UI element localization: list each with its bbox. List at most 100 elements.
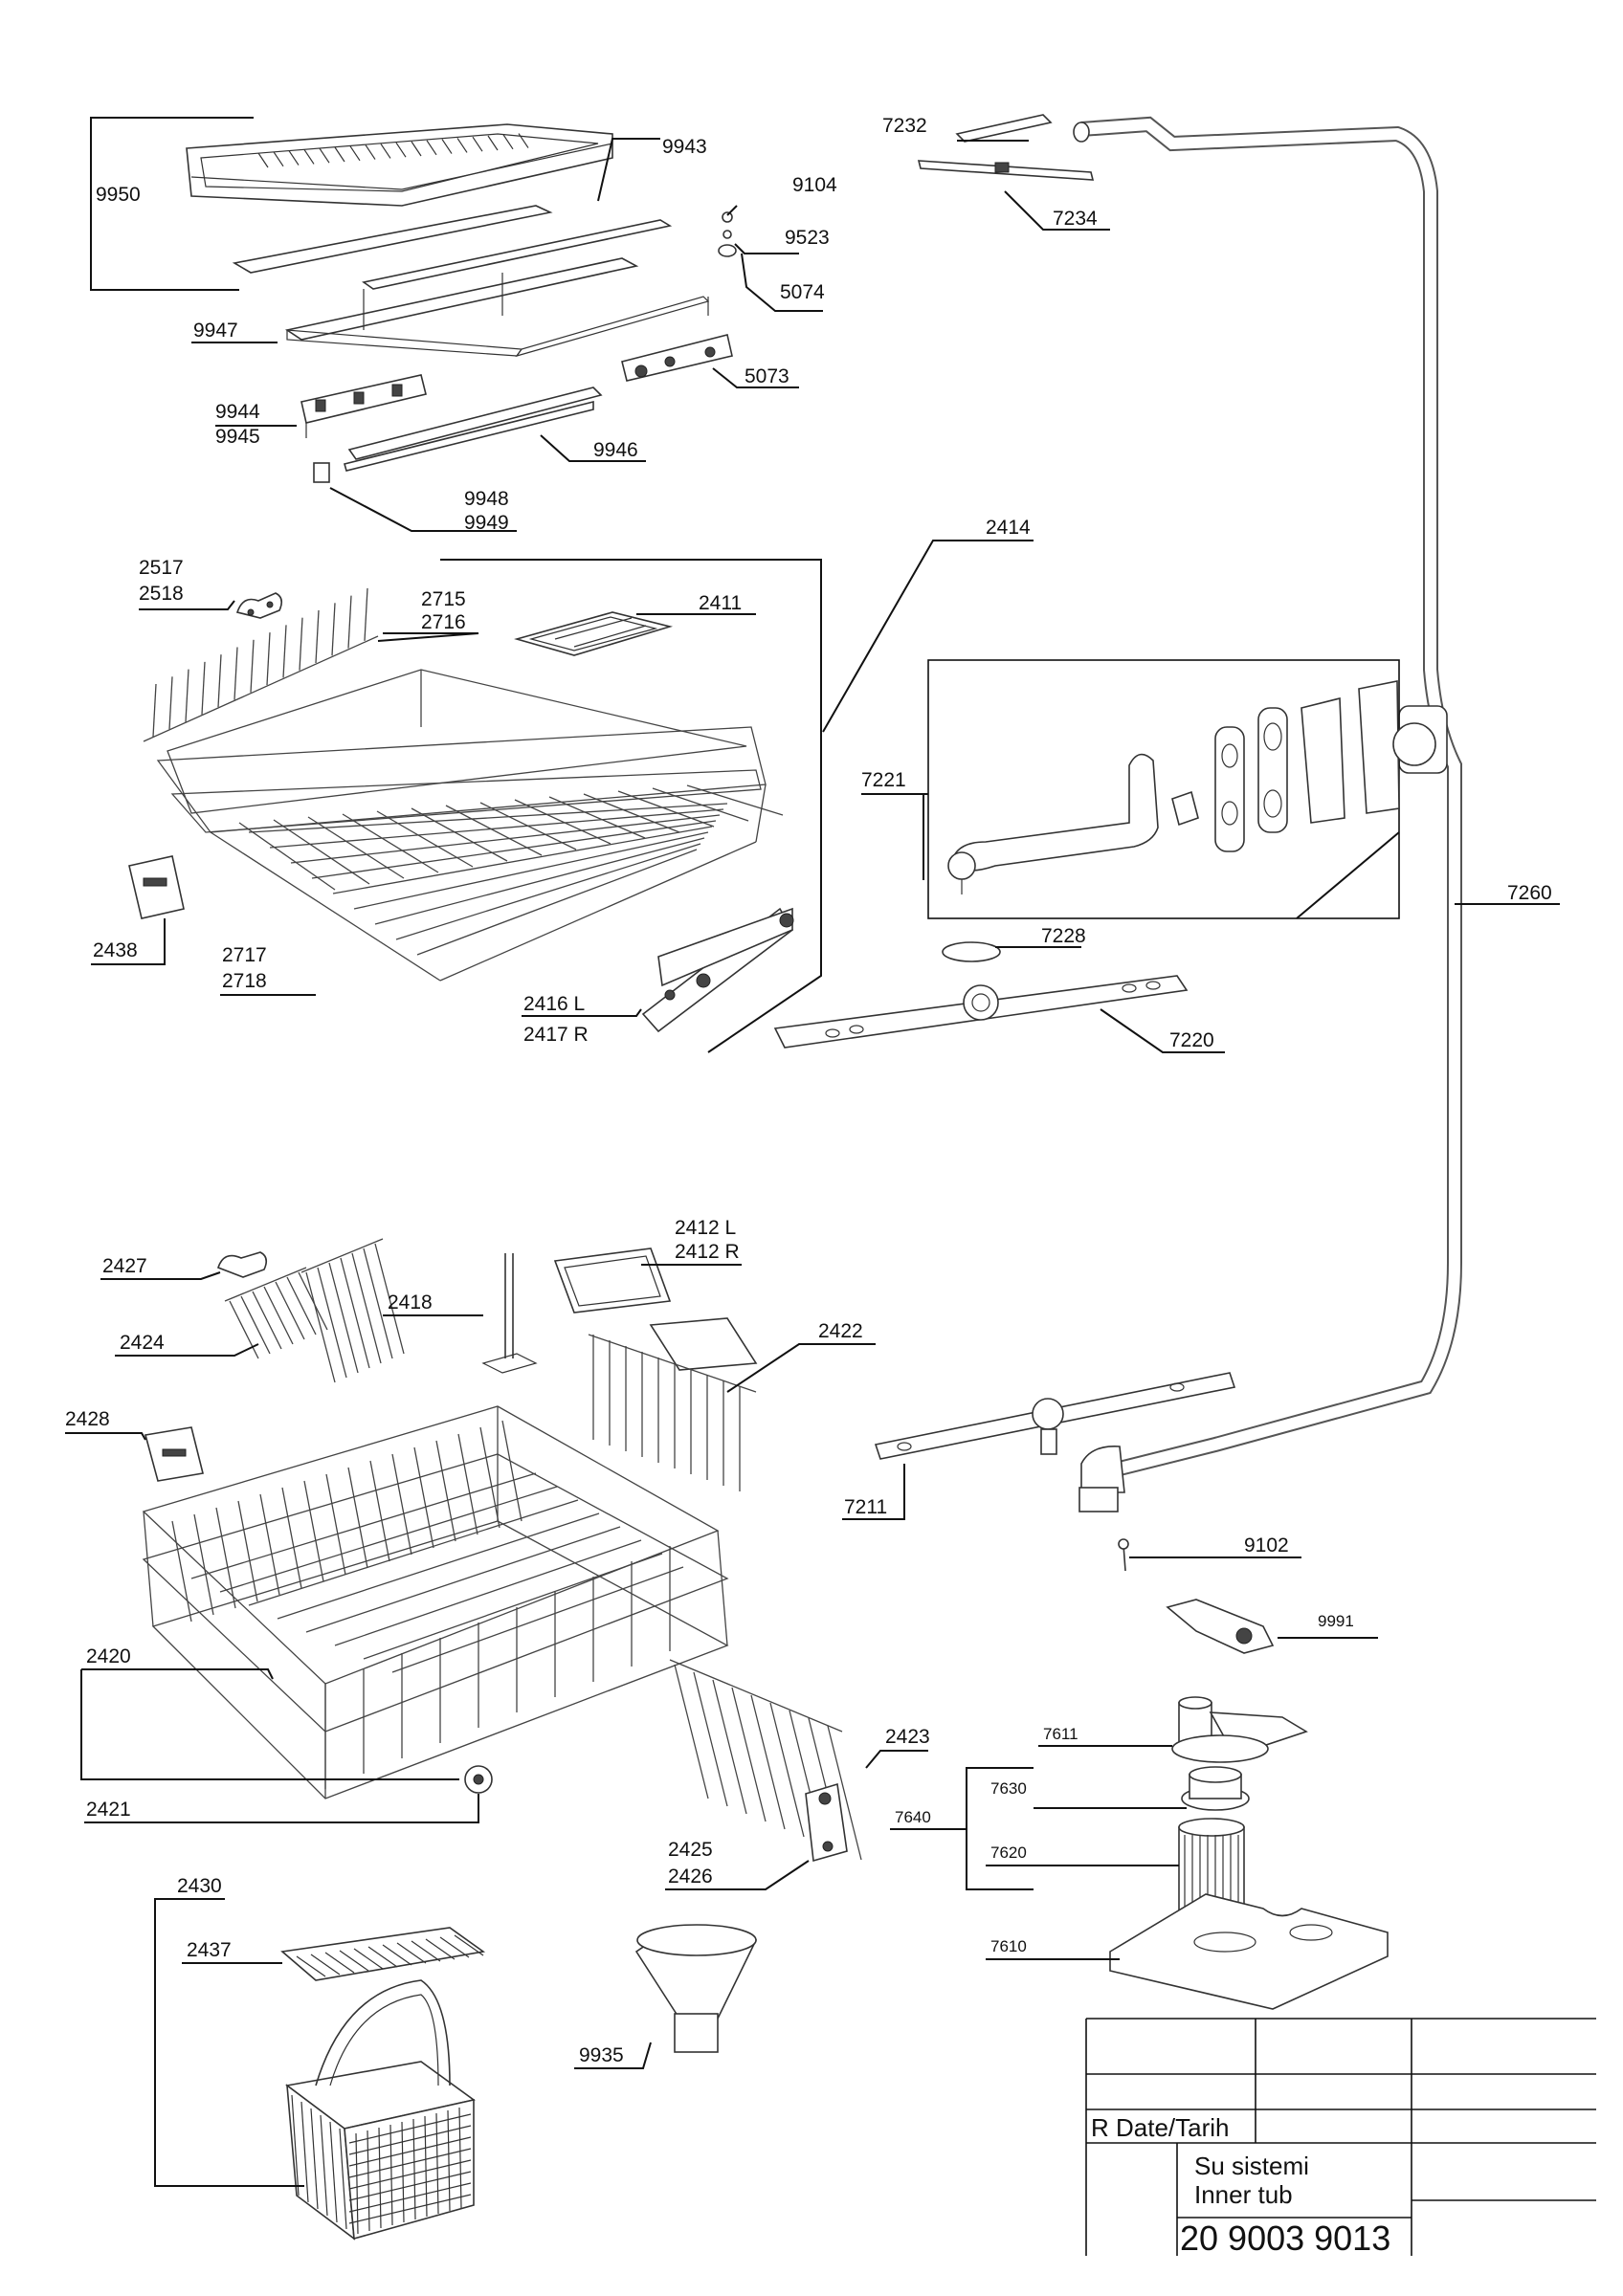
label-9950: 9950 bbox=[96, 184, 141, 206]
label-9944: 9944 bbox=[215, 401, 260, 423]
screw-9104 bbox=[722, 211, 733, 223]
title-block-drawing-number: 20 9003 9013 bbox=[1180, 2219, 1390, 2258]
basket-lid-2437 bbox=[280, 1927, 486, 1981]
label-7232: 7232 bbox=[882, 115, 927, 137]
top-spray-arm-7234 bbox=[917, 160, 1095, 181]
upper-spray-arm-7220 bbox=[773, 975, 1189, 1049]
label-2426: 2426 bbox=[668, 1866, 713, 1888]
label-2430: 2430 bbox=[177, 1875, 222, 1897]
title-block-title-tr: Su sistemi bbox=[1194, 2152, 1309, 2180]
detail-box-7221 bbox=[927, 659, 1436, 919]
bracket-9991 bbox=[1166, 1599, 1275, 1654]
label-7234: 7234 bbox=[1053, 208, 1098, 230]
title-block: R Date/Tarih Su sistemi Inner tub 20 900… bbox=[1085, 2018, 1596, 2258]
handle-plate-2438 bbox=[128, 855, 185, 919]
label-2715: 2715 bbox=[421, 588, 466, 610]
label-2414: 2414 bbox=[986, 517, 1031, 539]
label-7611: 7611 bbox=[1043, 1725, 1078, 1743]
label-9523: 9523 bbox=[785, 227, 830, 249]
label-9949: 9949 bbox=[464, 512, 509, 534]
label-2428: 2428 bbox=[65, 1408, 110, 1430]
label-7228: 7228 bbox=[1041, 925, 1086, 947]
label-2411: 2411 bbox=[699, 592, 742, 614]
label-9991: 9991 bbox=[1318, 1612, 1354, 1630]
rack-2422 bbox=[588, 1334, 757, 1491]
tine-rack-2424 bbox=[224, 1238, 405, 1383]
washer-9523 bbox=[723, 230, 732, 239]
top-spray-7232 bbox=[955, 114, 1053, 143]
label-7610: 7610 bbox=[990, 1937, 1027, 1955]
title-block-title-en: Inner tub bbox=[1194, 2180, 1293, 2209]
label-2418: 2418 bbox=[388, 1292, 433, 1314]
label-9947: 9947 bbox=[193, 320, 238, 342]
label-2517: 2517 bbox=[139, 557, 184, 579]
rail-9947 bbox=[284, 257, 639, 341]
label-2417: 2417 R bbox=[523, 1024, 589, 1046]
label-2518: 2518 bbox=[139, 583, 184, 605]
rail-frame-c bbox=[515, 296, 710, 358]
rail-9946 bbox=[347, 386, 603, 460]
label-7220: 7220 bbox=[1169, 1029, 1214, 1051]
label-7620: 7620 bbox=[990, 1843, 1027, 1862]
filter-7630 bbox=[1181, 1766, 1250, 1811]
label-5073: 5073 bbox=[745, 365, 789, 387]
label-9943: 9943 bbox=[662, 136, 707, 158]
label-9946: 9946 bbox=[593, 439, 638, 461]
label-9935: 9935 bbox=[579, 2044, 624, 2066]
slider-2425 bbox=[805, 1782, 848, 1863]
lower-spray-arm-7211 bbox=[874, 1372, 1236, 1512]
rail-9943 bbox=[232, 205, 553, 274]
label-2412r: 2412 R bbox=[675, 1241, 740, 1263]
clip-9948 bbox=[313, 462, 330, 483]
cutlery-tray-9950 bbox=[186, 123, 613, 207]
holder-2418 bbox=[481, 1253, 538, 1374]
label-7211: 7211 bbox=[844, 1496, 887, 1518]
label-2416: 2416 L bbox=[523, 993, 585, 1015]
label-7640: 7640 bbox=[895, 1808, 931, 1826]
leader-lines bbox=[65, 117, 1560, 2187]
cup-shelf-2412-b bbox=[649, 1317, 758, 1371]
tine-rack-2715 bbox=[143, 587, 379, 742]
label-2425: 2425 bbox=[668, 1839, 713, 1861]
slider-9944 bbox=[300, 374, 427, 438]
clip-2427 bbox=[216, 1251, 268, 1278]
filter-7611 bbox=[1171, 1696, 1308, 1763]
cutlery-basket-2430 bbox=[285, 1979, 476, 2241]
label-7221: 7221 bbox=[861, 769, 906, 791]
clip-2517 bbox=[235, 592, 283, 619]
label-2437: 2437 bbox=[187, 1939, 232, 1961]
label-7630: 7630 bbox=[990, 1779, 1027, 1798]
rail-frame-a bbox=[362, 219, 673, 290]
label-2422: 2422 bbox=[818, 1320, 863, 1342]
label-2421: 2421 bbox=[86, 1799, 131, 1821]
label-5074: 5074 bbox=[780, 281, 825, 303]
nut-5074 bbox=[718, 244, 737, 257]
slider-5073 bbox=[621, 334, 733, 382]
o-ring-7228 bbox=[942, 941, 1001, 962]
rack-2423 bbox=[669, 1659, 862, 1861]
label-2424: 2424 bbox=[120, 1332, 165, 1354]
label-2438: 2438 bbox=[93, 939, 138, 961]
label-2423: 2423 bbox=[885, 1726, 930, 1748]
cup-shelf-2412 bbox=[553, 1247, 672, 1314]
label-9102: 9102 bbox=[1244, 1534, 1289, 1556]
rail-9946-lower bbox=[344, 400, 594, 472]
cutlery-tray-assembly bbox=[186, 123, 737, 483]
label-9945: 9945 bbox=[215, 426, 260, 448]
label-2412l: 2412 L bbox=[675, 1217, 736, 1239]
filter-plate-7610 bbox=[1109, 1893, 1389, 2010]
title-block-date-label: R Date/Tarih bbox=[1091, 2113, 1230, 2142]
label-2427: 2427 bbox=[102, 1255, 147, 1277]
label-2716: 2716 bbox=[421, 611, 466, 633]
label-9104: 9104 bbox=[792, 174, 837, 196]
label-2718: 2718 bbox=[222, 970, 267, 992]
basket-slider-2416 bbox=[641, 907, 794, 1033]
label-9948: 9948 bbox=[464, 488, 509, 510]
funnel-9935 bbox=[634, 1924, 758, 2053]
label-7260: 7260 bbox=[1507, 882, 1552, 904]
cup-shelf-2411 bbox=[514, 611, 674, 656]
lower-basket-2420 bbox=[142, 1238, 862, 1863]
label-2420: 2420 bbox=[86, 1645, 131, 1667]
part-labels: 9950 9943 9104 9523 5074 9947 5073 9944 … bbox=[65, 115, 1552, 2066]
